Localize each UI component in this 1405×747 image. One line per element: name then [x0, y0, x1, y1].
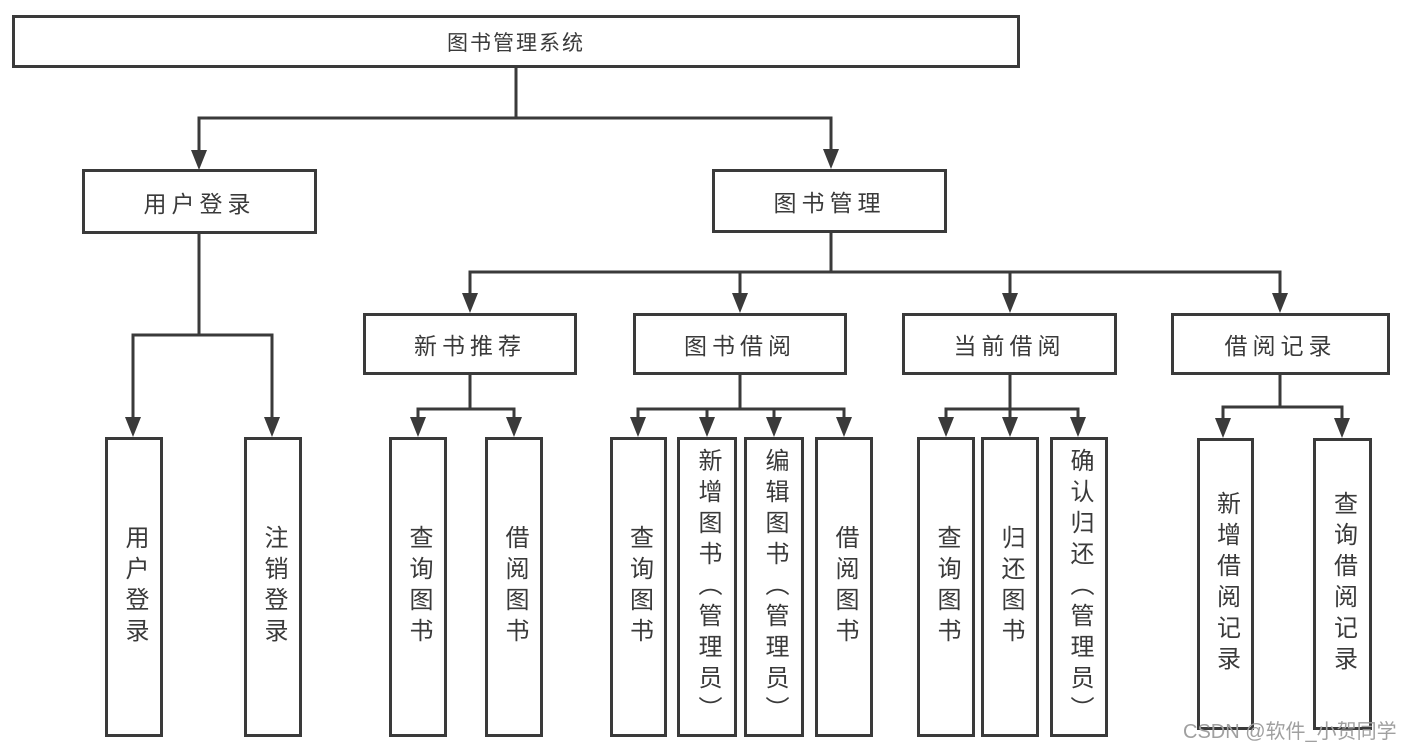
- csdn-watermark: CSDN @软件_小贺同学: [1183, 721, 1397, 743]
- node-current-borrowing: 当前借阅: [902, 313, 1117, 375]
- node-book-management: 图书管理: [712, 169, 947, 233]
- leaf-confirm-return-admin: 确认归还（管理员）: [1050, 437, 1108, 737]
- leaf-return-books: 归还图书: [981, 437, 1039, 737]
- node-user-login: 用户登录: [82, 169, 317, 234]
- leaf-query-borrowing-record: 查询借阅记录: [1313, 438, 1372, 730]
- node-new-book-recommendation: 新书推荐: [363, 313, 577, 375]
- leaf-add-borrowing-record: 新增借阅记录: [1197, 438, 1254, 730]
- leaf-user-login: 用户登录: [105, 437, 163, 737]
- leaf-borrow-books-borrowing: 借阅图书: [815, 437, 873, 737]
- leaf-query-books-current: 查询图书: [917, 437, 975, 737]
- leaf-edit-books-admin: 编辑图书（管理员）: [744, 437, 804, 737]
- leaf-query-books-recommend: 查询图书: [389, 437, 447, 737]
- node-root: 图书管理系统: [12, 15, 1020, 68]
- leaf-query-books-borrowing: 查询图书: [610, 437, 667, 737]
- node-borrowing-records: 借阅记录: [1171, 313, 1390, 375]
- node-book-borrowing: 图书借阅: [633, 313, 847, 375]
- leaf-logout: 注销登录: [244, 437, 302, 737]
- leaf-borrow-books-recommend: 借阅图书: [485, 437, 543, 737]
- leaf-add-books-admin: 新增图书（管理员）: [677, 437, 737, 737]
